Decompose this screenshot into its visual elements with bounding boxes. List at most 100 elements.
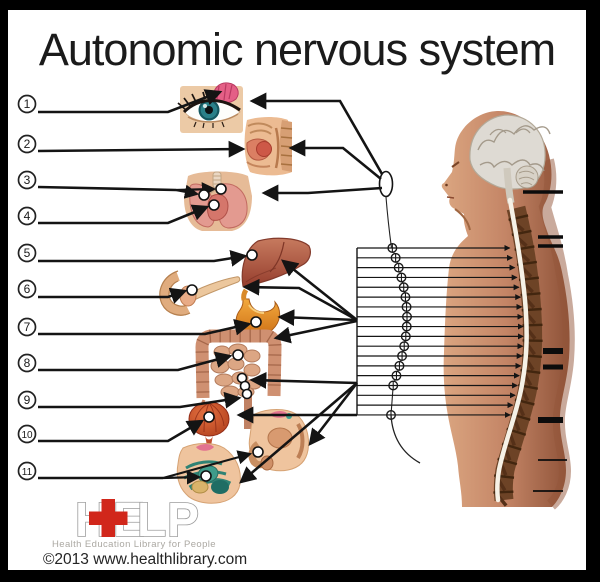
label-2-number: 2 [24, 137, 31, 151]
organ-marker [241, 388, 253, 400]
eye-illustration [177, 82, 243, 133]
organ-marker [250, 316, 262, 328]
copyright-text: ©2013 www.healthlibrary.com [43, 551, 247, 568]
logo-letter-l: L [137, 494, 166, 547]
label-4: 4 [17, 206, 37, 226]
leader-line-7 [38, 318, 252, 336]
label-11: 11 [17, 461, 37, 481]
lower-lashes [193, 121, 225, 129]
red-cross-icon [89, 499, 128, 537]
label-7-number: 7 [24, 320, 31, 334]
fan-line-liver [281, 259, 358, 322]
male-bladder [267, 427, 293, 449]
spinal-nerve-grid [356, 245, 524, 418]
leader-line-6 [38, 287, 188, 304]
label-6: 6 [17, 279, 37, 299]
fan-line-lungs [261, 184, 383, 202]
mouth-line [446, 196, 455, 199]
label-11-number: 11 [22, 467, 33, 478]
eye-highlight [203, 104, 207, 108]
rectum-curve [296, 422, 305, 460]
sympathetic-chain-tail [390, 414, 421, 464]
pelvic-teal-organ [211, 480, 229, 494]
lower-jaw-line [246, 161, 271, 168]
fan-line-eye [249, 92, 384, 175]
leader-line-2 [37, 140, 246, 158]
fan-line-female-repro [239, 382, 358, 484]
nostril [445, 183, 448, 187]
leader-line-3 [37, 185, 177, 192]
back-shading [538, 158, 575, 510]
esophagus [241, 288, 249, 301]
label-9: 9 [17, 390, 37, 410]
haustra-line [266, 330, 275, 343]
brain-gyri [479, 159, 545, 172]
male-reproductive-illustration [248, 409, 309, 472]
label-10: 10 [17, 424, 37, 444]
answer-blank-lines [523, 190, 567, 492]
jaw-shading [454, 208, 471, 231]
fan-line-male-repro [308, 382, 359, 447]
brainstem [503, 167, 515, 204]
leader-line-1 [38, 89, 223, 114]
label-6-number: 6 [24, 282, 31, 296]
stomach-highlight [248, 304, 265, 314]
lower-eyelid [187, 113, 239, 123]
fan-line-colon-top [273, 319, 358, 344]
organ-marker [203, 411, 215, 423]
organ-point-markers [186, 183, 264, 482]
label-1-number: 1 [24, 97, 31, 111]
leader-line-10 [38, 419, 205, 443]
organ-marker [186, 284, 198, 296]
leader-line-11a [162, 450, 253, 480]
fan-line-colon-lower [249, 371, 358, 389]
organ-marker [232, 349, 244, 361]
brain-gyri [489, 128, 531, 136]
label-5: 5 [17, 243, 37, 263]
label-2: 2 [17, 134, 37, 154]
organ-marker [215, 183, 227, 195]
label-3: 3 [17, 170, 37, 190]
brain-illustration [469, 114, 551, 204]
label-3-number: 3 [24, 173, 31, 187]
pelvic-pink-tissue [196, 444, 214, 451]
fan-line-pancreas [242, 278, 358, 322]
help-logo: H E L P Health Education Library for Peo… [52, 493, 216, 550]
brain-gyri [477, 125, 551, 151]
duodenum [159, 271, 191, 316]
label-9-number: 9 [24, 393, 31, 407]
leader-line-9 [38, 391, 242, 409]
organ-marker [200, 470, 212, 482]
label-leader-lines [37, 89, 253, 485]
fan-line-throat [288, 139, 382, 181]
label-8-number: 8 [24, 356, 31, 370]
leader-line-11b [162, 470, 202, 485]
vagus-trunk-ellipse [378, 170, 394, 198]
label-5-number: 5 [24, 246, 31, 260]
leader-line-5 [38, 249, 248, 267]
logo-letter-e: E [113, 494, 145, 547]
label-1: 1 [17, 94, 37, 114]
logo-letter-p: P [167, 494, 199, 547]
page-title: Autonomic nervous system [39, 24, 555, 75]
organ-marker [246, 249, 258, 261]
pupil [205, 106, 213, 114]
organ-marker [252, 446, 264, 458]
body-profile-illustration [441, 110, 575, 510]
haustra-line [196, 338, 209, 346]
label-4-number: 4 [24, 209, 31, 223]
body-silhouette [441, 110, 570, 508]
tonsil-mass [256, 141, 272, 157]
label-7: 7 [17, 317, 37, 337]
label-8: 8 [17, 353, 37, 373]
label-10-number: 10 [21, 430, 33, 441]
cervical-vertebra-lines [280, 127, 293, 166]
nerve-fan-lines [236, 92, 384, 484]
testis [260, 455, 274, 471]
leader-line-4 [38, 204, 210, 225]
cerebellum-folds [518, 170, 535, 186]
eyebrow-line [451, 161, 460, 168]
vagus-connector [385, 196, 393, 249]
